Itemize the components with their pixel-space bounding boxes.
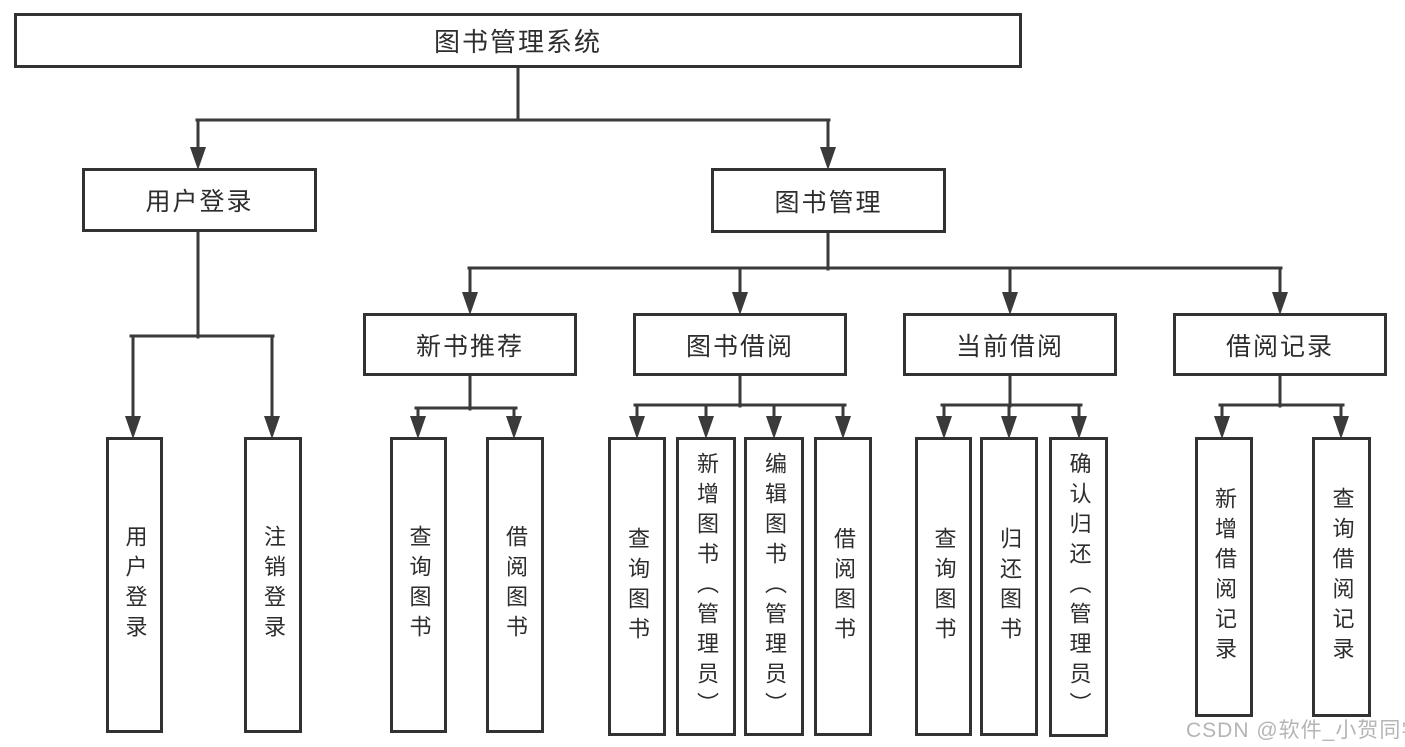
leaf-borrow-books: 借阅图书 <box>814 437 872 736</box>
arrowhead <box>698 416 714 439</box>
node-new-book-recommend: 新书推荐 <box>363 313 577 376</box>
arrowhead <box>835 416 851 439</box>
leaf-add-borrow-record: 新增借阅记录 <box>1195 437 1253 717</box>
leaf-confirm-return-admin: 确认归还（管理员） <box>1049 437 1108 737</box>
leaf-add-books-admin-label: 新增图书（管理员） <box>694 451 719 722</box>
node-book-borrowing: 图书借阅 <box>633 313 847 376</box>
connector-user-login-children <box>129 230 275 420</box>
leaf-borrow-books-label: 借阅图书 <box>831 526 856 647</box>
connector-borrow-records-children <box>1218 374 1345 420</box>
leaf-query-books-borrowing-label: 查询图书 <box>625 526 650 647</box>
connector-book-borrowing-children <box>633 374 847 420</box>
arrowhead <box>190 147 206 170</box>
arrowhead <box>732 292 748 315</box>
arrowhead <box>506 416 522 439</box>
leaf-edit-books-admin: 编辑图书（管理员） <box>744 437 804 736</box>
leaf-return-books: 归还图书 <box>980 437 1038 736</box>
arrowhead <box>1272 292 1288 315</box>
leaf-user-login: 用户登录 <box>106 437 163 733</box>
arrowhead <box>462 292 478 315</box>
arrowhead <box>1002 292 1018 315</box>
connector-book-management-children <box>467 231 1283 296</box>
arrowhead <box>766 416 782 439</box>
node-current-borrowing-label: 当前借阅 <box>955 332 1064 361</box>
node-book-borrowing-label: 图书借阅 <box>685 332 794 361</box>
node-borrow-records: 借阅记录 <box>1173 313 1387 376</box>
leaf-query-books-current-label: 查询图书 <box>931 526 957 647</box>
node-book-management-label: 图书管理 <box>774 188 883 217</box>
leaf-logout: 注销登录 <box>244 437 302 733</box>
arrowhead <box>1001 416 1017 439</box>
connector-new-book-recommend-children <box>414 374 518 420</box>
leaf-edit-books-admin-label: 编辑图书（管理员） <box>762 451 787 722</box>
leaf-add-books-admin: 新增图书（管理员） <box>676 437 736 736</box>
leaf-borrow-books-recommend-label: 借阅图书 <box>503 525 528 645</box>
leaf-query-borrow-record: 查询借阅记录 <box>1312 437 1371 717</box>
leaf-confirm-return-admin-label: 确认归还（管理员） <box>1066 452 1092 722</box>
arrowhead <box>410 416 426 439</box>
arrowhead <box>820 147 836 170</box>
node-borrow-records-label: 借阅记录 <box>1225 332 1334 361</box>
arrowhead <box>629 416 645 439</box>
leaf-query-books-recommend-label: 查询图书 <box>406 525 432 645</box>
leaf-logout-label: 注销登录 <box>261 525 286 645</box>
watermark: CSDN @软件_小贺同学 <box>1186 719 1405 742</box>
arrowhead <box>264 416 280 439</box>
node-user-login: 用户登录 <box>82 168 317 232</box>
leaf-query-books-current: 查询图书 <box>915 437 972 736</box>
connector-root-to-level2 <box>195 66 831 152</box>
node-user-login-label: 用户登录 <box>145 188 254 216</box>
connector-current-borrowing-children <box>940 374 1083 420</box>
node-book-management: 图书管理 <box>711 168 946 233</box>
node-root: 图书管理系统 <box>14 13 1022 68</box>
leaf-query-borrow-record-label: 查询借阅记录 <box>1329 487 1355 667</box>
leaf-add-borrow-record-label: 新增借阅记录 <box>1212 487 1237 667</box>
leaf-return-books-label: 归还图书 <box>997 526 1022 647</box>
leaf-borrow-books-recommend: 借阅图书 <box>486 437 544 733</box>
arrowhead <box>936 416 952 439</box>
leaf-user-login-label: 用户登录 <box>122 525 148 645</box>
node-root-label: 图书管理系统 <box>433 27 602 57</box>
leaf-query-books-recommend: 查询图书 <box>390 437 447 733</box>
node-current-borrowing: 当前借阅 <box>903 313 1117 376</box>
node-new-book-recommend-label: 新书推荐 <box>415 332 524 361</box>
arrowhead <box>1333 416 1349 439</box>
leaf-query-books-borrowing: 查询图书 <box>608 437 666 736</box>
arrowhead <box>1071 416 1087 439</box>
arrowhead <box>125 416 141 439</box>
arrowhead <box>1214 416 1230 439</box>
